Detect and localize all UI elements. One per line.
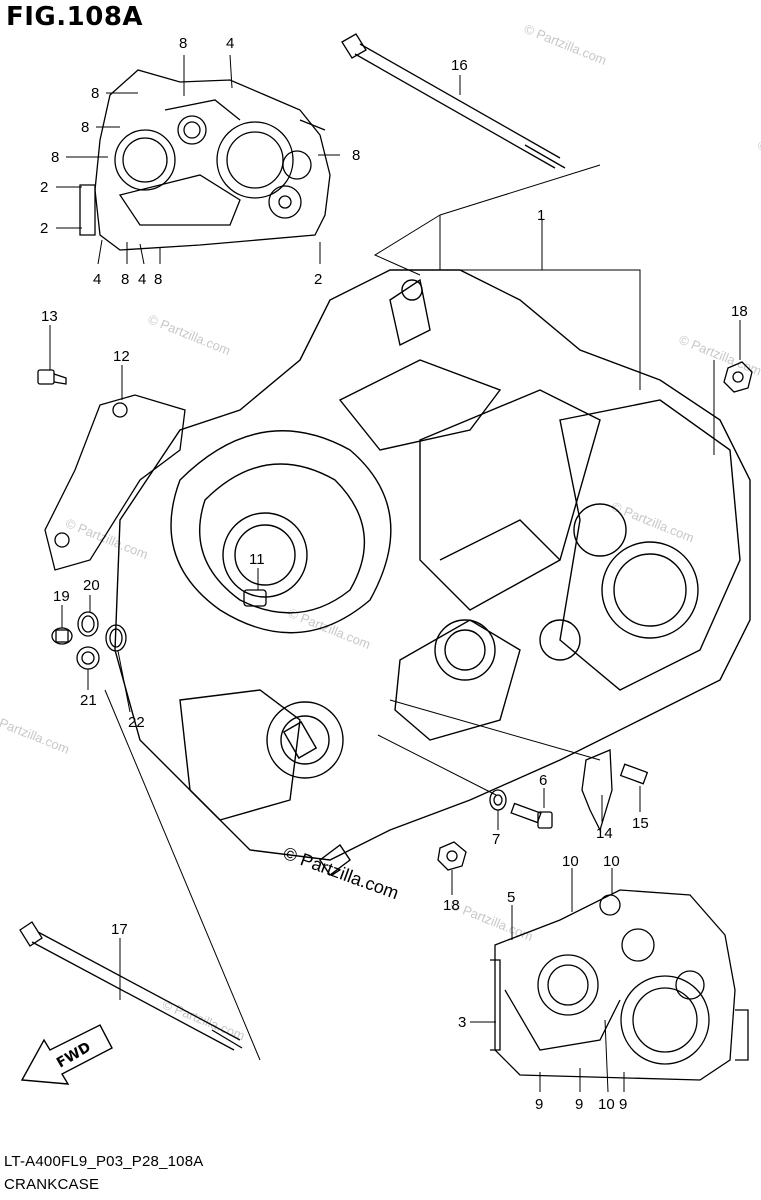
leader-lines — [49, 54, 741, 1093]
callout-3: 3 — [458, 1014, 466, 1031]
callout-20: 20 — [83, 577, 100, 594]
callout-8: 8 — [352, 147, 360, 164]
callout-9: 9 — [619, 1096, 627, 1113]
callout-13: 13 — [41, 308, 58, 325]
callout-21: 21 — [80, 692, 97, 709]
callout-4: 4 — [138, 271, 146, 288]
callout-18: 18 — [443, 897, 460, 914]
parts-6-7-bolt-washer — [489, 789, 553, 829]
part-12-bracket — [44, 394, 186, 571]
part-13-bolt — [37, 369, 67, 385]
callout-5: 5 — [507, 889, 515, 906]
watermark-text: © Partzilla.com — [63, 515, 150, 562]
callout-9: 9 — [575, 1096, 583, 1113]
callout-7: 7 — [492, 831, 500, 848]
fwd-arrow: FWD — [20, 1024, 113, 1085]
part-18-nut-top — [723, 361, 753, 393]
crankcase-half-right-inset — [490, 889, 749, 1081]
callout-2: 2 — [314, 271, 322, 288]
watermark-text: © Partzilla.com — [756, 137, 761, 184]
section-name: CRANKCASE — [4, 1176, 100, 1193]
callout-16: 16 — [451, 57, 468, 74]
crankcase-half-left-inset — [79, 69, 331, 251]
callout-1: 1 — [537, 207, 545, 224]
callout-4: 4 — [93, 271, 101, 288]
callout-12: 12 — [113, 348, 130, 365]
watermark-text: © Partzilla.com — [677, 332, 761, 379]
watermark-text: © Partzilla.com — [448, 897, 535, 944]
callout-11: 11 — [249, 551, 265, 568]
part-11-cover — [243, 589, 267, 607]
callout-8: 8 — [179, 35, 187, 52]
callout-8: 8 — [91, 85, 99, 102]
callout-labels: 1 2 2 2 3 4 4 4 5 6 7 8 8 8 8 8 8 8 9 9 … — [40, 35, 748, 1113]
callout-10: 10 — [562, 853, 579, 870]
watermark-main: © Partzilla.com — [281, 843, 402, 903]
callout-2: 2 — [40, 179, 48, 196]
part-18-nut-bottom — [437, 841, 467, 871]
parts-14-15-bracket-bolt — [581, 749, 649, 832]
callout-10: 10 — [603, 853, 620, 870]
callout-10: 10 — [598, 1096, 615, 1113]
callout-15: 15 — [632, 815, 649, 832]
part-17-long-bolt — [19, 921, 243, 1051]
watermarks: © Partzilla.com © Partzilla.com © Partzi… — [0, 21, 761, 1043]
callout-8: 8 — [81, 119, 89, 136]
callout-8: 8 — [121, 271, 129, 288]
model-code: LT-A400FL9_P03_P28_108A — [4, 1153, 204, 1170]
callout-17: 17 — [111, 921, 128, 938]
callout-2: 2 — [40, 220, 48, 237]
crankcase-main-assembly — [114, 269, 751, 877]
callout-18: 18 — [731, 303, 748, 320]
callout-14: 14 — [596, 825, 613, 842]
callout-22: 22 — [128, 714, 145, 731]
callout-19: 19 — [53, 588, 70, 605]
callout-8: 8 — [51, 149, 59, 166]
callout-6: 6 — [539, 772, 547, 789]
watermark-text: © Partzilla.com — [0, 710, 72, 757]
watermark-text: © Partzilla.com — [522, 21, 609, 68]
figure-title: FIG.108A — [6, 2, 144, 32]
callout-4: 4 — [226, 35, 234, 52]
part-16-long-bolt — [341, 33, 566, 169]
watermark-text: © Partzilla.com — [146, 311, 233, 358]
watermark-text: © Partzilla.com — [609, 499, 696, 546]
callout-8: 8 — [154, 271, 162, 288]
callout-9: 9 — [535, 1096, 543, 1113]
